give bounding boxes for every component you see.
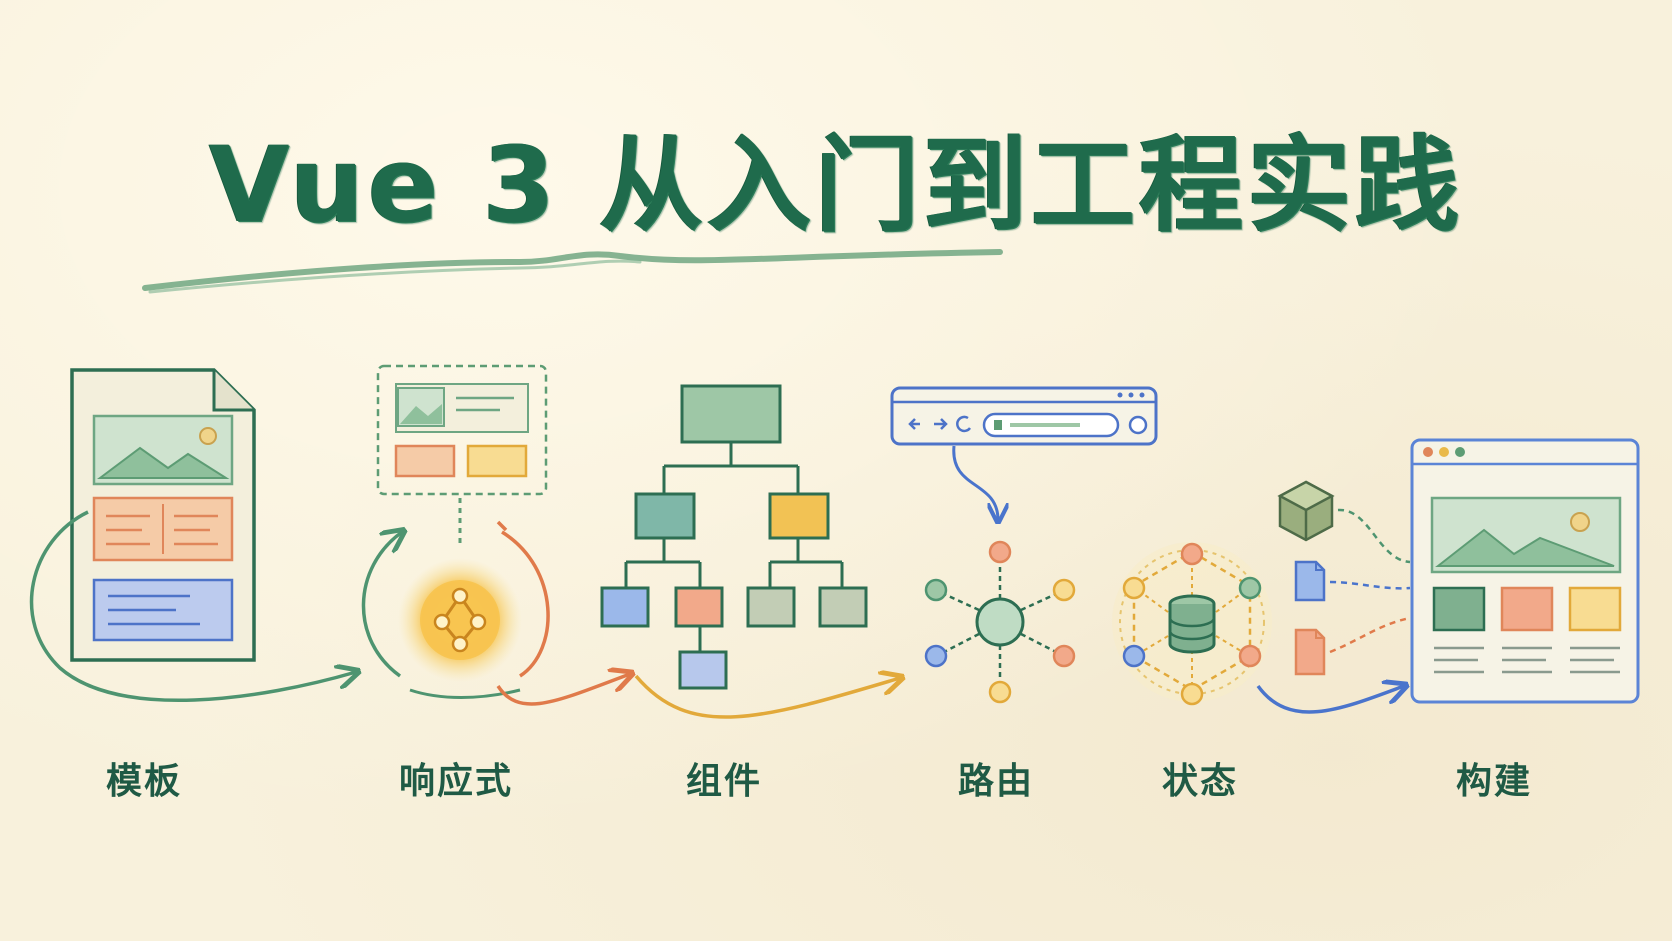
step-label-template: 模板 [105,761,182,802]
router-icon [890,386,1158,704]
step-label-component: 组件 [685,761,762,802]
component-tree-icon [600,384,868,690]
template-document-icon [70,368,256,662]
flow-arrow-2 [496,674,630,706]
page-title: Vue 3 从入门到工程实践 [208,124,1464,246]
reactivity-icon [361,364,550,699]
flow-arrow-1 [29,510,356,703]
step-label-state: 状态 [1161,761,1238,802]
flow-arrow-5 [1256,686,1404,714]
state-store-icon [1112,542,1272,706]
step-label-router: 路由 [957,761,1034,802]
title-underline [142,249,1003,291]
flow-arrow-3 [634,676,900,719]
step-label-build: 构建 [1455,761,1532,802]
step-label-reactivity: 响应式 [398,761,513,802]
build-icon [1277,438,1640,704]
